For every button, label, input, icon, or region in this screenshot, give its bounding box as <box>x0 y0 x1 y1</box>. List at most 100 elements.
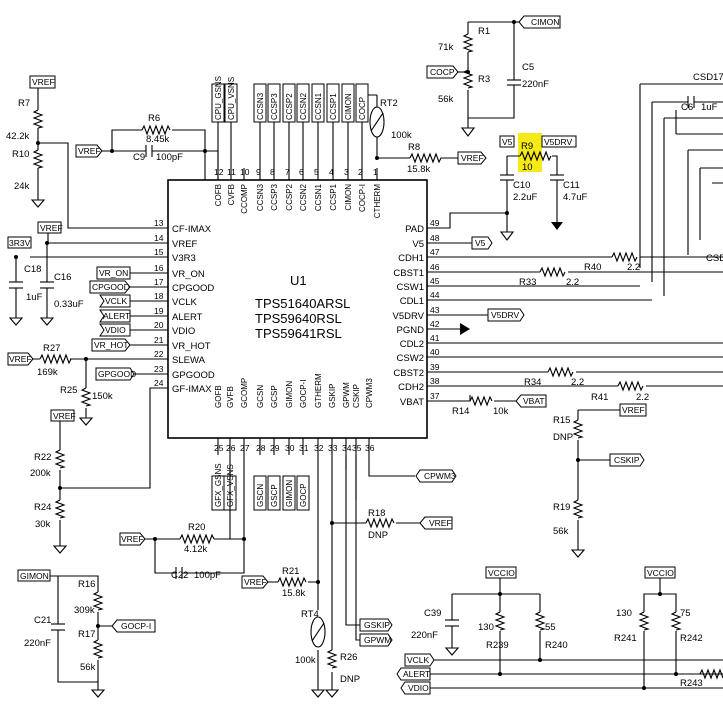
pin-num-14: 14 <box>154 233 164 243</box>
pin-num-10: 10 <box>240 167 250 177</box>
pin-name-15: V3R3 <box>172 253 196 264</box>
vbat-label: VBAT <box>523 396 545 406</box>
pin-num-29: 29 <box>270 443 280 453</box>
pin-num-35: 35 <box>352 443 362 453</box>
r7-value: 42.2k <box>6 131 29 142</box>
pin-name-23: GPGOOD <box>172 370 215 381</box>
pin-num-27: 27 <box>240 443 250 453</box>
c5-ref: C5 <box>522 62 534 73</box>
vref-r21-label: VREF <box>244 577 267 587</box>
cocp-tag-label: COCP <box>430 67 455 77</box>
r22-ref: R22 <box>34 452 51 463</box>
r240-ref: R240 <box>545 640 568 651</box>
pin-name-5: CCSN1 <box>314 183 323 211</box>
rt4-value: 100k <box>295 655 316 666</box>
top-label-9: COCP <box>358 97 367 120</box>
vref-r22-label: VREF <box>53 411 76 421</box>
pin-num-3: 3 <box>344 167 349 177</box>
pin-name-6: CCSN2 <box>299 183 308 211</box>
net-tag-vclk-bottom: VCLK <box>404 653 435 667</box>
net-tag-v5drv-right: V5DRV <box>487 308 525 322</box>
pin-num-13: 13 <box>154 218 164 228</box>
net-tag-gskip: GSKIP <box>359 618 393 632</box>
pin-num-39: 39 <box>430 362 440 372</box>
pin-name-7: CCSP2 <box>285 183 294 210</box>
vref-c16-label: VREF <box>40 223 63 233</box>
vref-r15-label: VREF <box>622 405 645 415</box>
v5-right-label: V5 <box>475 238 486 248</box>
r26-value: DNP <box>340 674 360 685</box>
r34-value: 2.2 <box>571 377 584 388</box>
c16-value: 0.33uF <box>54 299 84 310</box>
pin-name-1: CTHERM <box>373 184 382 219</box>
c18-value: 1uF <box>26 292 43 303</box>
top-label-5: CCSN2 <box>299 92 308 120</box>
c11-ref: C11 <box>563 180 580 191</box>
pin-name-44: CDL1 <box>400 296 424 307</box>
r9-value: 10 <box>522 162 533 173</box>
r241-ref: R241 <box>614 633 637 644</box>
pin-name-28: GCSN <box>256 385 265 408</box>
pin-num-31: 31 <box>299 443 309 453</box>
rt2-ref: RT2 <box>380 98 398 109</box>
net-tag-vref-r15: VREF <box>619 403 647 417</box>
net-tag-cocp: COCP <box>426 65 459 79</box>
pin-num-44: 44 <box>430 290 440 300</box>
pin-num-28: 28 <box>256 443 266 453</box>
pin-num-21: 21 <box>154 335 164 345</box>
pin-num-18: 18 <box>154 291 164 301</box>
pin-name-2: COCP-I <box>358 184 367 212</box>
pin-name-14: VREF <box>172 239 198 250</box>
r26-ref: R26 <box>340 652 357 663</box>
pin-name-10: CCOMP <box>240 184 249 214</box>
pin-name-43: V5DRV <box>392 311 424 322</box>
pin-name-24: GF-IMAX <box>172 384 212 395</box>
ic-part-1: TPS51640ARSL <box>255 296 350 311</box>
pin-num-8: 8 <box>270 167 275 177</box>
pin-name-30: GIMON <box>285 381 294 408</box>
top-label-2: CCSN3 <box>256 92 265 120</box>
net-tag-vref-r20: VREF <box>119 532 146 546</box>
vccio-2-label: VCCIO <box>647 568 674 578</box>
r10-value: 24k <box>14 181 30 192</box>
r14-value: 10k <box>493 406 509 417</box>
r18-value: DNP <box>368 530 388 541</box>
pin-num-6: 6 <box>299 167 304 177</box>
r7-r10-r6-c9-network: R7 42.2k R10 24k R6 8.45k C9 100pF <box>6 80 219 229</box>
bottom-label-2: GSCN <box>256 484 265 507</box>
r20-c22-network: R20 4.12k C22 100pF <box>145 455 246 581</box>
pin-name-29: GCSP <box>270 385 279 408</box>
pin-num-24: 24 <box>154 378 164 388</box>
ic-body <box>167 179 428 439</box>
rt2-value: 100k <box>391 130 412 141</box>
top-label-1: CPU_VSNS <box>227 77 236 120</box>
vclk-bottom-label: VCLK <box>407 655 430 665</box>
net-tag-vccio-2: VCCIO <box>644 566 676 579</box>
net-tag-cpwm3: CPWM3 <box>415 469 457 483</box>
pin-num-42: 42 <box>430 319 440 329</box>
r41-value: 2.2 <box>636 392 649 403</box>
left-input-tags: VR_ON CPGOOD VCLK ALERT VDIO VR_HOT GPGO… <box>89 266 168 381</box>
cimon-tag-label: CIMON <box>531 17 559 27</box>
r16-ref: R16 <box>78 579 95 590</box>
right-side-wiring: R40 2.2 R33 2.2 R34 2.2 R41 2.2 R14 10k <box>427 242 723 417</box>
net-tag-3r3v: 3R3V <box>7 236 32 249</box>
c22-ref: C22 <box>171 570 188 581</box>
c16-ref: C16 <box>54 272 71 283</box>
pin-num-49: 49 <box>430 218 440 228</box>
net-tag-vdio-bottom: VDIO <box>400 681 431 695</box>
rt2-r8-network: RT2 100k R8 15.8k <box>368 94 458 175</box>
net-tag-vref-r8: VREF <box>457 151 487 165</box>
c21-ref: C21 <box>34 615 51 626</box>
r34-ref: R34 <box>524 377 541 388</box>
ic-part-3: TPS59641RSL <box>255 326 342 341</box>
ic-ref: U1 <box>290 273 307 288</box>
v5drv-right-label: V5DRV <box>491 310 520 320</box>
r22-r24-network: R22 200k R24 30k <box>30 387 168 554</box>
net-tag-v5-top: V5 <box>499 135 515 148</box>
c11-value: 4.7uF <box>563 192 587 203</box>
c9-value: 100pF <box>156 152 183 163</box>
pin-name-42: PGND <box>397 325 425 336</box>
pin-name-41: CDL2 <box>400 339 424 350</box>
